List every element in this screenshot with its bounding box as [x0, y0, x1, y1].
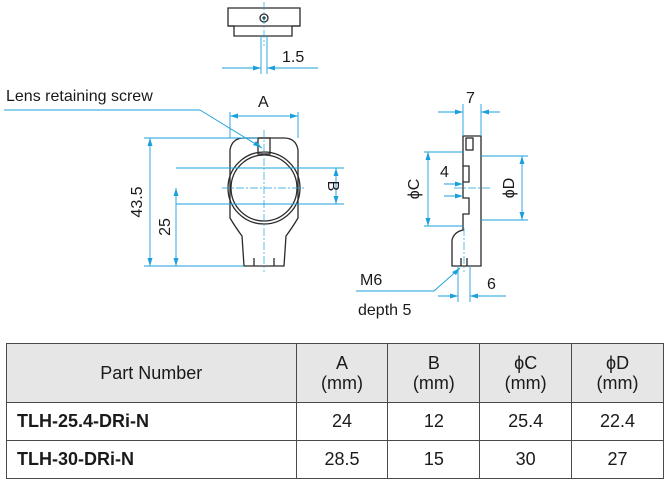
cell-b: 12 — [387, 402, 481, 441]
dim-25-label: 25 — [157, 218, 174, 236]
table-row: TLH-30-DRi-N 28.5 15 30 27 — [6, 440, 664, 479]
cell-part: TLH-25.4-DRi-N — [6, 402, 297, 441]
dim-6-label: 6 — [487, 276, 496, 293]
dim-b-label: B — [324, 181, 341, 192]
header-a: A(mm) — [295, 343, 389, 403]
cell-d: 22.4 — [571, 402, 664, 441]
dim-a-label: A — [258, 94, 269, 111]
side-view — [451, 135, 490, 272]
header-b: B(mm) — [387, 343, 481, 403]
screw-note: Lens retaining screw — [6, 88, 153, 105]
dimension-drawing: 1.5 A Lens retaining screw B 43.5 25 — [4, 2, 528, 319]
spec-table: Part Number A(mm) B(mm) ϕC(mm) ϕD(mm) TL… — [6, 343, 664, 479]
table-row: TLH-25.4-DRi-N 24 12 25.4 22.4 — [6, 402, 664, 441]
front-view — [222, 130, 306, 272]
top-view — [222, 2, 318, 74]
thread-label: M6 — [360, 272, 382, 289]
cell-c: 30 — [479, 440, 573, 479]
dim-4-label: 4 — [440, 164, 449, 181]
header-phi-c: ϕC(mm) — [479, 343, 573, 403]
cell-part: TLH-30-DRi-N — [6, 440, 297, 479]
cell-c: 25.4 — [479, 402, 573, 441]
cell-a: 28.5 — [295, 440, 389, 479]
depth-label: depth 5 — [358, 302, 411, 319]
dim-height-label: 43.5 — [129, 186, 146, 217]
table-header-row: Part Number A(mm) B(mm) ϕC(mm) ϕD(mm) — [6, 343, 664, 403]
dim-7-label: 7 — [466, 90, 475, 107]
cell-b: 15 — [387, 440, 481, 479]
dim-phi-d-label: ϕD — [501, 178, 518, 199]
dim-phi-c-label: ϕC — [406, 179, 423, 200]
cell-d: 27 — [571, 440, 664, 479]
header-part-number: Part Number — [6, 343, 297, 403]
top-dim-label: 1.5 — [282, 49, 304, 66]
cell-a: 24 — [295, 402, 389, 441]
header-phi-d: ϕD(mm) — [571, 343, 664, 403]
